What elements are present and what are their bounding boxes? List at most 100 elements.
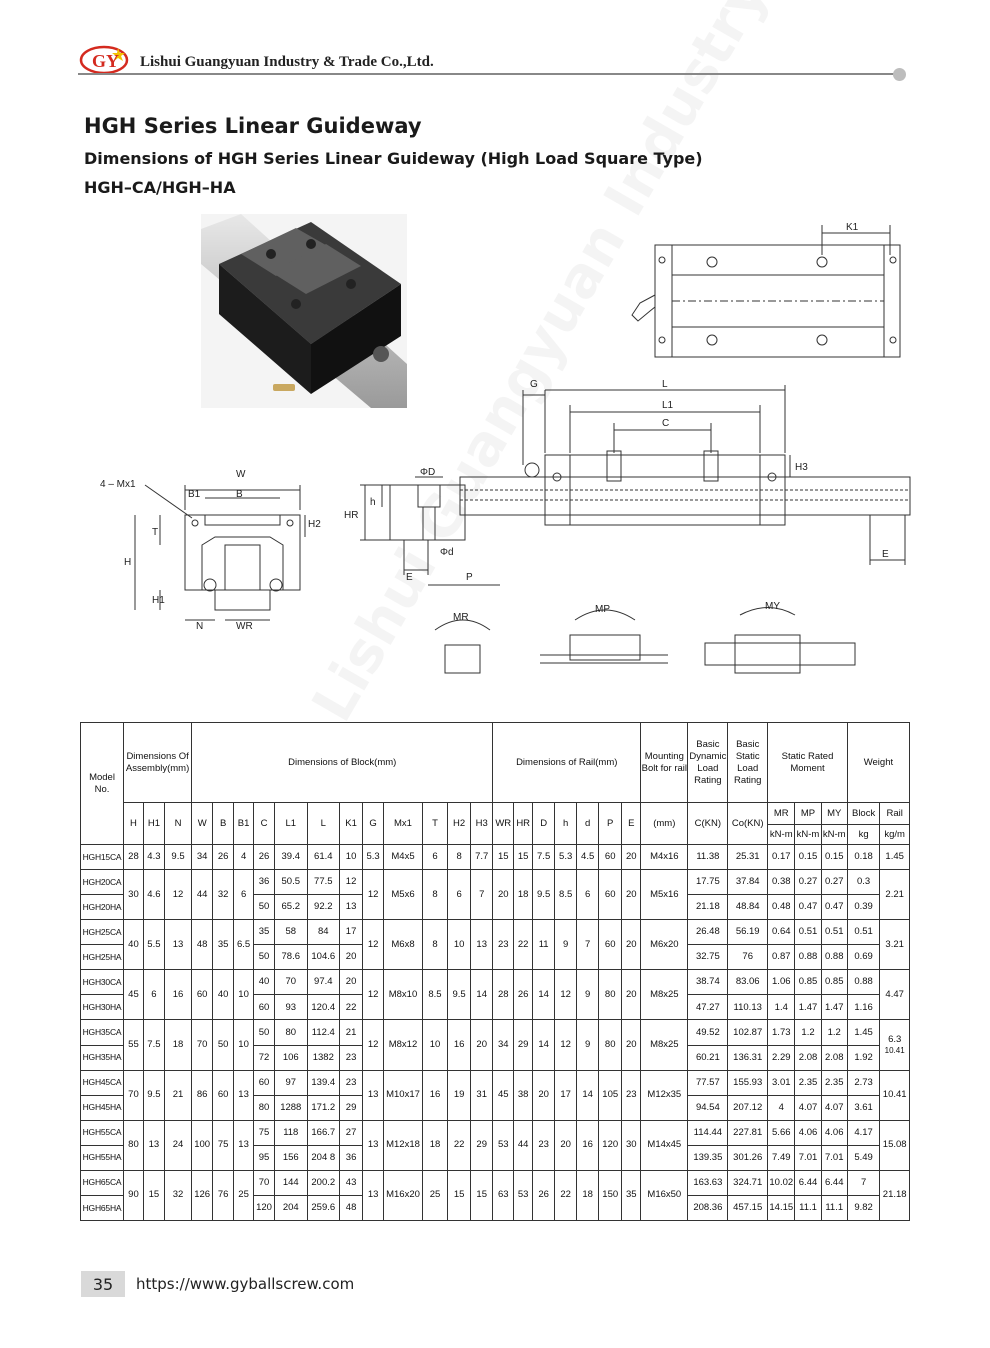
cell-c: 60 [253,994,276,1021]
cell-p: 60 [598,844,623,871]
cell-mp: 7.01 [794,1144,822,1171]
cell-e: 23 [621,1069,642,1121]
header-dot [893,68,906,81]
cell-my: 11.1 [820,1194,848,1222]
side-view [459,385,911,565]
front-view [134,484,306,621]
col-l1: L1 [274,802,308,846]
cell-c0-kn: 76 [727,944,769,971]
cell-wr: 63 [492,1169,515,1222]
cell-block: 9.82 [846,1194,881,1222]
unit-mp: kN-m [794,824,822,846]
head-dynamic: Basic Dynamic Load Rating [687,721,729,804]
cell-my: 0.51 [820,919,848,946]
cell-mr: 0.64 [767,919,796,946]
cell-c-kn: 26.48 [687,919,729,946]
cell-w: 44 [191,869,214,921]
cell-mr: 0.17 [767,844,796,871]
col-h3: H3 [470,802,494,846]
col-n: N [163,802,193,846]
cell-rail-weight: 10.41 [879,1069,910,1121]
cell-n: 18 [163,1019,193,1071]
cell-l: 120.4 [306,994,341,1021]
unit-mr: kN-m [767,824,796,846]
cell-l: 204 8 [306,1144,341,1171]
label-phi-d-small: Φd [440,547,454,558]
cell-h: 8.5 [554,869,578,921]
company-logo: GY [79,45,129,75]
cell-c: 36 [253,869,276,896]
cell-n: 24 [163,1119,193,1171]
cell-c: 26 [253,844,276,871]
cell-mr: 2.29 [767,1044,796,1071]
cell-mx1: M12x18 [383,1119,423,1171]
cell-rail-weight: 3.21 [879,919,910,971]
model-cell: HGH45HA [80,1094,124,1121]
cell-e: 20 [621,844,642,871]
cell-l: 77.5 [306,869,341,896]
footer-url[interactable]: https://www.gyballscrew.com [136,1275,355,1293]
cell-b: 60 [212,1069,235,1121]
head-moment: Static Rated Moment [767,721,848,804]
label-e-rail: E [406,572,413,583]
cell-l1: 50.5 [274,869,308,896]
cell-b: 50 [212,1019,235,1071]
cell-mp: 6.44 [794,1169,822,1196]
technical-drawings: K1 G L L1 C H3 E 4 – Mx1 W B1 B T H2 H H… [100,222,911,674]
cell-rail-weight: 4.47 [879,969,910,1021]
cell-g: 13 [362,1119,385,1171]
cell-d-big: 7.5 [532,844,556,871]
cell-block-weight: 0.18 [846,844,881,871]
label-mr: MR [453,612,469,623]
cell-h: 12 [554,1019,578,1071]
cell-h: 9 [554,919,578,971]
cell-h: 28 [123,844,144,871]
cell-k1: 23 [339,1069,364,1096]
rail-section-view [360,476,500,586]
label-h3: H3 [795,462,808,473]
cell-c-kn: 11.38 [687,844,729,871]
cell-l1: 118 [274,1119,308,1146]
cell-h1: 15 [142,1169,165,1222]
head-model: Model No. [80,721,124,846]
cell-w: 70 [191,1019,214,1071]
col-e: E [621,802,642,846]
col-p: P [598,802,623,846]
label-mx1: 4 – Mx1 [100,479,136,490]
cell-bolt: M8x25 [640,1019,689,1071]
cell-h1: 4.3 [142,844,165,871]
model-cell: HGH55HA [80,1144,124,1171]
cell-bolt: M8x25 [640,969,689,1021]
cell-mp: 0.47 [794,894,822,921]
cell-bolt: M4x16 [640,844,689,871]
cell-c-kn: 163.63 [687,1169,729,1196]
model-cell: HGH30HA [80,994,124,1021]
cell-c0-kn: 102.87 [727,1019,769,1046]
cell-c: 40 [253,969,276,996]
cell-block: 0.39 [846,894,881,921]
cell-k1: 23 [339,1044,364,1071]
cell-b: 76 [212,1169,235,1222]
cell-h: 90 [123,1169,144,1222]
cell-bolt: M5x16 [640,869,689,921]
cell-mx1: M10x17 [383,1069,423,1121]
cell-mp: 0.51 [794,919,822,946]
cell-my: 2.08 [820,1044,848,1071]
cell-b1: 10 [233,969,255,1021]
cell-l: 92.2 [306,894,341,921]
col-hr: HR [513,802,534,846]
cell-d: 20 [532,1069,556,1121]
cell-l1: 78.6 [274,944,308,971]
cell-mx1: M6x8 [383,919,423,971]
model-cell: HGH35HA [80,1044,124,1071]
cell-b1: 10 [233,1019,255,1071]
cell-t: 18 [421,1119,449,1171]
cell-p: 105 [598,1069,623,1121]
cell-hr: 26 [513,969,534,1021]
label-n: N [196,621,203,632]
